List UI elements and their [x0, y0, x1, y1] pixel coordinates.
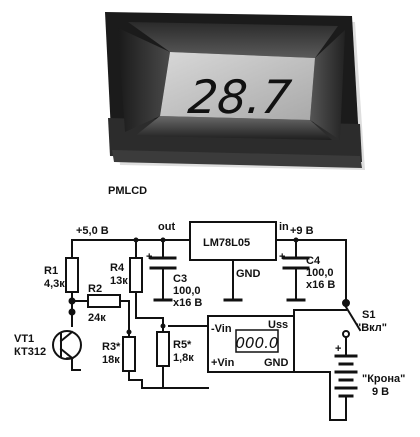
label-c4-ref: C4 — [306, 255, 321, 267]
label-meter-display: 000.0 — [236, 334, 279, 352]
battery-cells — [334, 354, 358, 398]
label-reg-out: out — [158, 221, 175, 233]
label-s1-name: "Вкл" — [356, 322, 387, 334]
label-uss: Uss — [268, 319, 288, 331]
label-r5-value: 1,8к — [173, 352, 194, 364]
label-battery-plus: + — [335, 343, 341, 355]
lcd-module-photo: 28.7 — [105, 12, 365, 170]
r4-resistor — [129, 257, 143, 293]
panel-meter-display — [235, 329, 279, 353]
r5-resistor — [156, 331, 170, 367]
label-r2-value: 24к — [88, 312, 106, 324]
lcd-display-value: 28.7 — [186, 70, 294, 124]
r2-resistor — [87, 294, 121, 308]
junction-dots — [126, 237, 349, 335]
photo-caption: PMLCD — [108, 185, 147, 197]
label-r1-value: 4,3к — [44, 278, 65, 290]
r4-wire — [135, 239, 164, 327]
label-r3-value: 18к — [102, 354, 120, 366]
label-reg-gnd: GND — [236, 268, 261, 280]
s1-switch — [344, 305, 362, 332]
label-vt1-ref: VT1 — [14, 333, 34, 345]
lcd-glass — [160, 52, 315, 120]
c4-capacitor — [282, 256, 310, 270]
label-battery-name: "Крона" — [362, 373, 405, 385]
label-r5-ref: R5* — [173, 339, 192, 351]
label-c4-value: 100,0 — [306, 267, 334, 279]
label-s1-ref: S1 — [362, 309, 375, 321]
battery-wire — [329, 395, 347, 421]
regulator-lm78l05 — [189, 221, 277, 261]
label-regulator: LM78L05 — [203, 237, 250, 249]
meter-gnd-wire — [293, 364, 331, 373]
c3-capacitor — [149, 256, 177, 270]
label-r4-value: 13к — [110, 275, 128, 287]
label-c3-value: 100,0 — [173, 285, 201, 297]
r1-resistor — [65, 257, 79, 293]
rail-9v-wire — [275, 239, 347, 304]
label-meter-gnd: GND — [264, 357, 289, 369]
label-c4-plus: + — [279, 251, 285, 263]
label-r3-ref: R3* — [102, 341, 121, 353]
label-r2-ref: R2 — [88, 283, 102, 295]
label-c3-ref: C3 — [173, 273, 187, 285]
label-r1-ref: R1 — [44, 265, 58, 277]
schematic-labels: +5,0 В +9 В out in LM78L05 GND + C3 100,… — [14, 221, 405, 398]
label-r4-ref: R4 — [110, 262, 125, 274]
label-vin-minus: -Vin — [211, 323, 232, 335]
label-reg-in: in — [279, 221, 289, 233]
label-battery-voltage: 9 В — [372, 386, 389, 398]
label-rail-5v: +5,0 В — [76, 225, 109, 237]
schematic — [52, 221, 362, 421]
label-c4-voltage: x16 В — [306, 279, 335, 291]
label-vt1-type: КТ312 — [14, 346, 46, 358]
label-c3-voltage: x16 В — [173, 297, 202, 309]
r3-resistor — [122, 336, 136, 372]
label-rail-9v: +9 В — [290, 225, 314, 237]
label-vin-plus: +Vin — [211, 357, 235, 369]
label-c3-plus: + — [146, 251, 152, 263]
